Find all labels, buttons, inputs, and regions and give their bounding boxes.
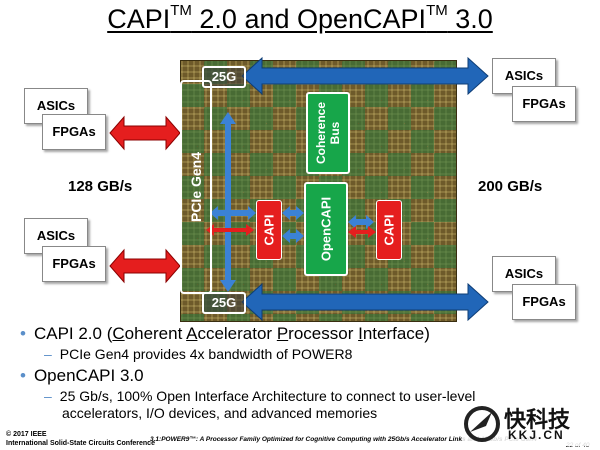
watermark-logo-icon xyxy=(464,406,500,442)
fpgas-box-bottom-right: FPGAs xyxy=(512,284,576,320)
slide-title: CAPITM 2.0 and OpenCAPITM 3.0 xyxy=(107,2,493,34)
capi-block-right: CAPI xyxy=(376,200,402,260)
pcie-gen4-region: PCIe Gen4 xyxy=(180,80,212,294)
blue-internal-horizontal xyxy=(210,206,374,243)
red-arrow-bottom-left xyxy=(109,248,181,284)
opencapi-block: OpenCAPI xyxy=(304,182,348,276)
red-arrow-top-left xyxy=(109,115,181,151)
watermark-cn: 快科技 xyxy=(504,407,571,432)
blue-arrow-top xyxy=(241,56,489,96)
bandwidth-left: 128 GB/s xyxy=(68,178,133,195)
link-25g-top: 25G xyxy=(202,66,246,88)
blue-arrow-bottom xyxy=(241,282,489,322)
coherence-bus-label: Coherence Bus xyxy=(314,101,342,165)
fpgas-box-top-right: FPGAs xyxy=(512,86,576,122)
coherence-bus-block: Coherence Bus xyxy=(306,92,350,174)
asics-box-top-left: ASICs xyxy=(24,88,88,124)
bullet-opencapi: •OpenCAPI 3.0 xyxy=(20,366,144,385)
footer-paper-title: 3.1:POWER9™: A Processor Family Optimize… xyxy=(150,436,537,443)
capi-label-left: CAPI xyxy=(261,214,277,246)
capi-label-right: CAPI xyxy=(381,214,397,246)
watermark-en: KKJ.CN xyxy=(508,428,565,442)
fpgas-box-bottom-left: FPGAs xyxy=(42,246,106,282)
sub-bullet-pcie: –PCIe Gen4 provides 4x bandwidth of POWE… xyxy=(44,346,353,362)
red-internal-arrows xyxy=(206,224,376,238)
bullet-capi: •CAPI 2.0 (Coherent Accelerator Processo… xyxy=(20,324,430,343)
watermark: 快科技 KKJ.CN xyxy=(462,402,598,446)
capi-block-left: CAPI xyxy=(256,200,282,260)
footer-copyright: © 2017 IEEE International Solid-State Ci… xyxy=(6,431,155,447)
link-25g-bottom: 25G xyxy=(202,292,246,314)
fpgas-box-top-left: FPGAs xyxy=(42,114,106,150)
bandwidth-right: 200 GB/s xyxy=(478,178,543,195)
opencapi-label: OpenCAPI xyxy=(318,196,334,262)
pcie-gen4-label: PCIe Gen4 xyxy=(188,151,204,223)
sub-bullet-opencapi: –25 Gb/s, 100% Open Interface Architectu… xyxy=(44,388,476,421)
blue-internal-vertical xyxy=(220,112,236,292)
